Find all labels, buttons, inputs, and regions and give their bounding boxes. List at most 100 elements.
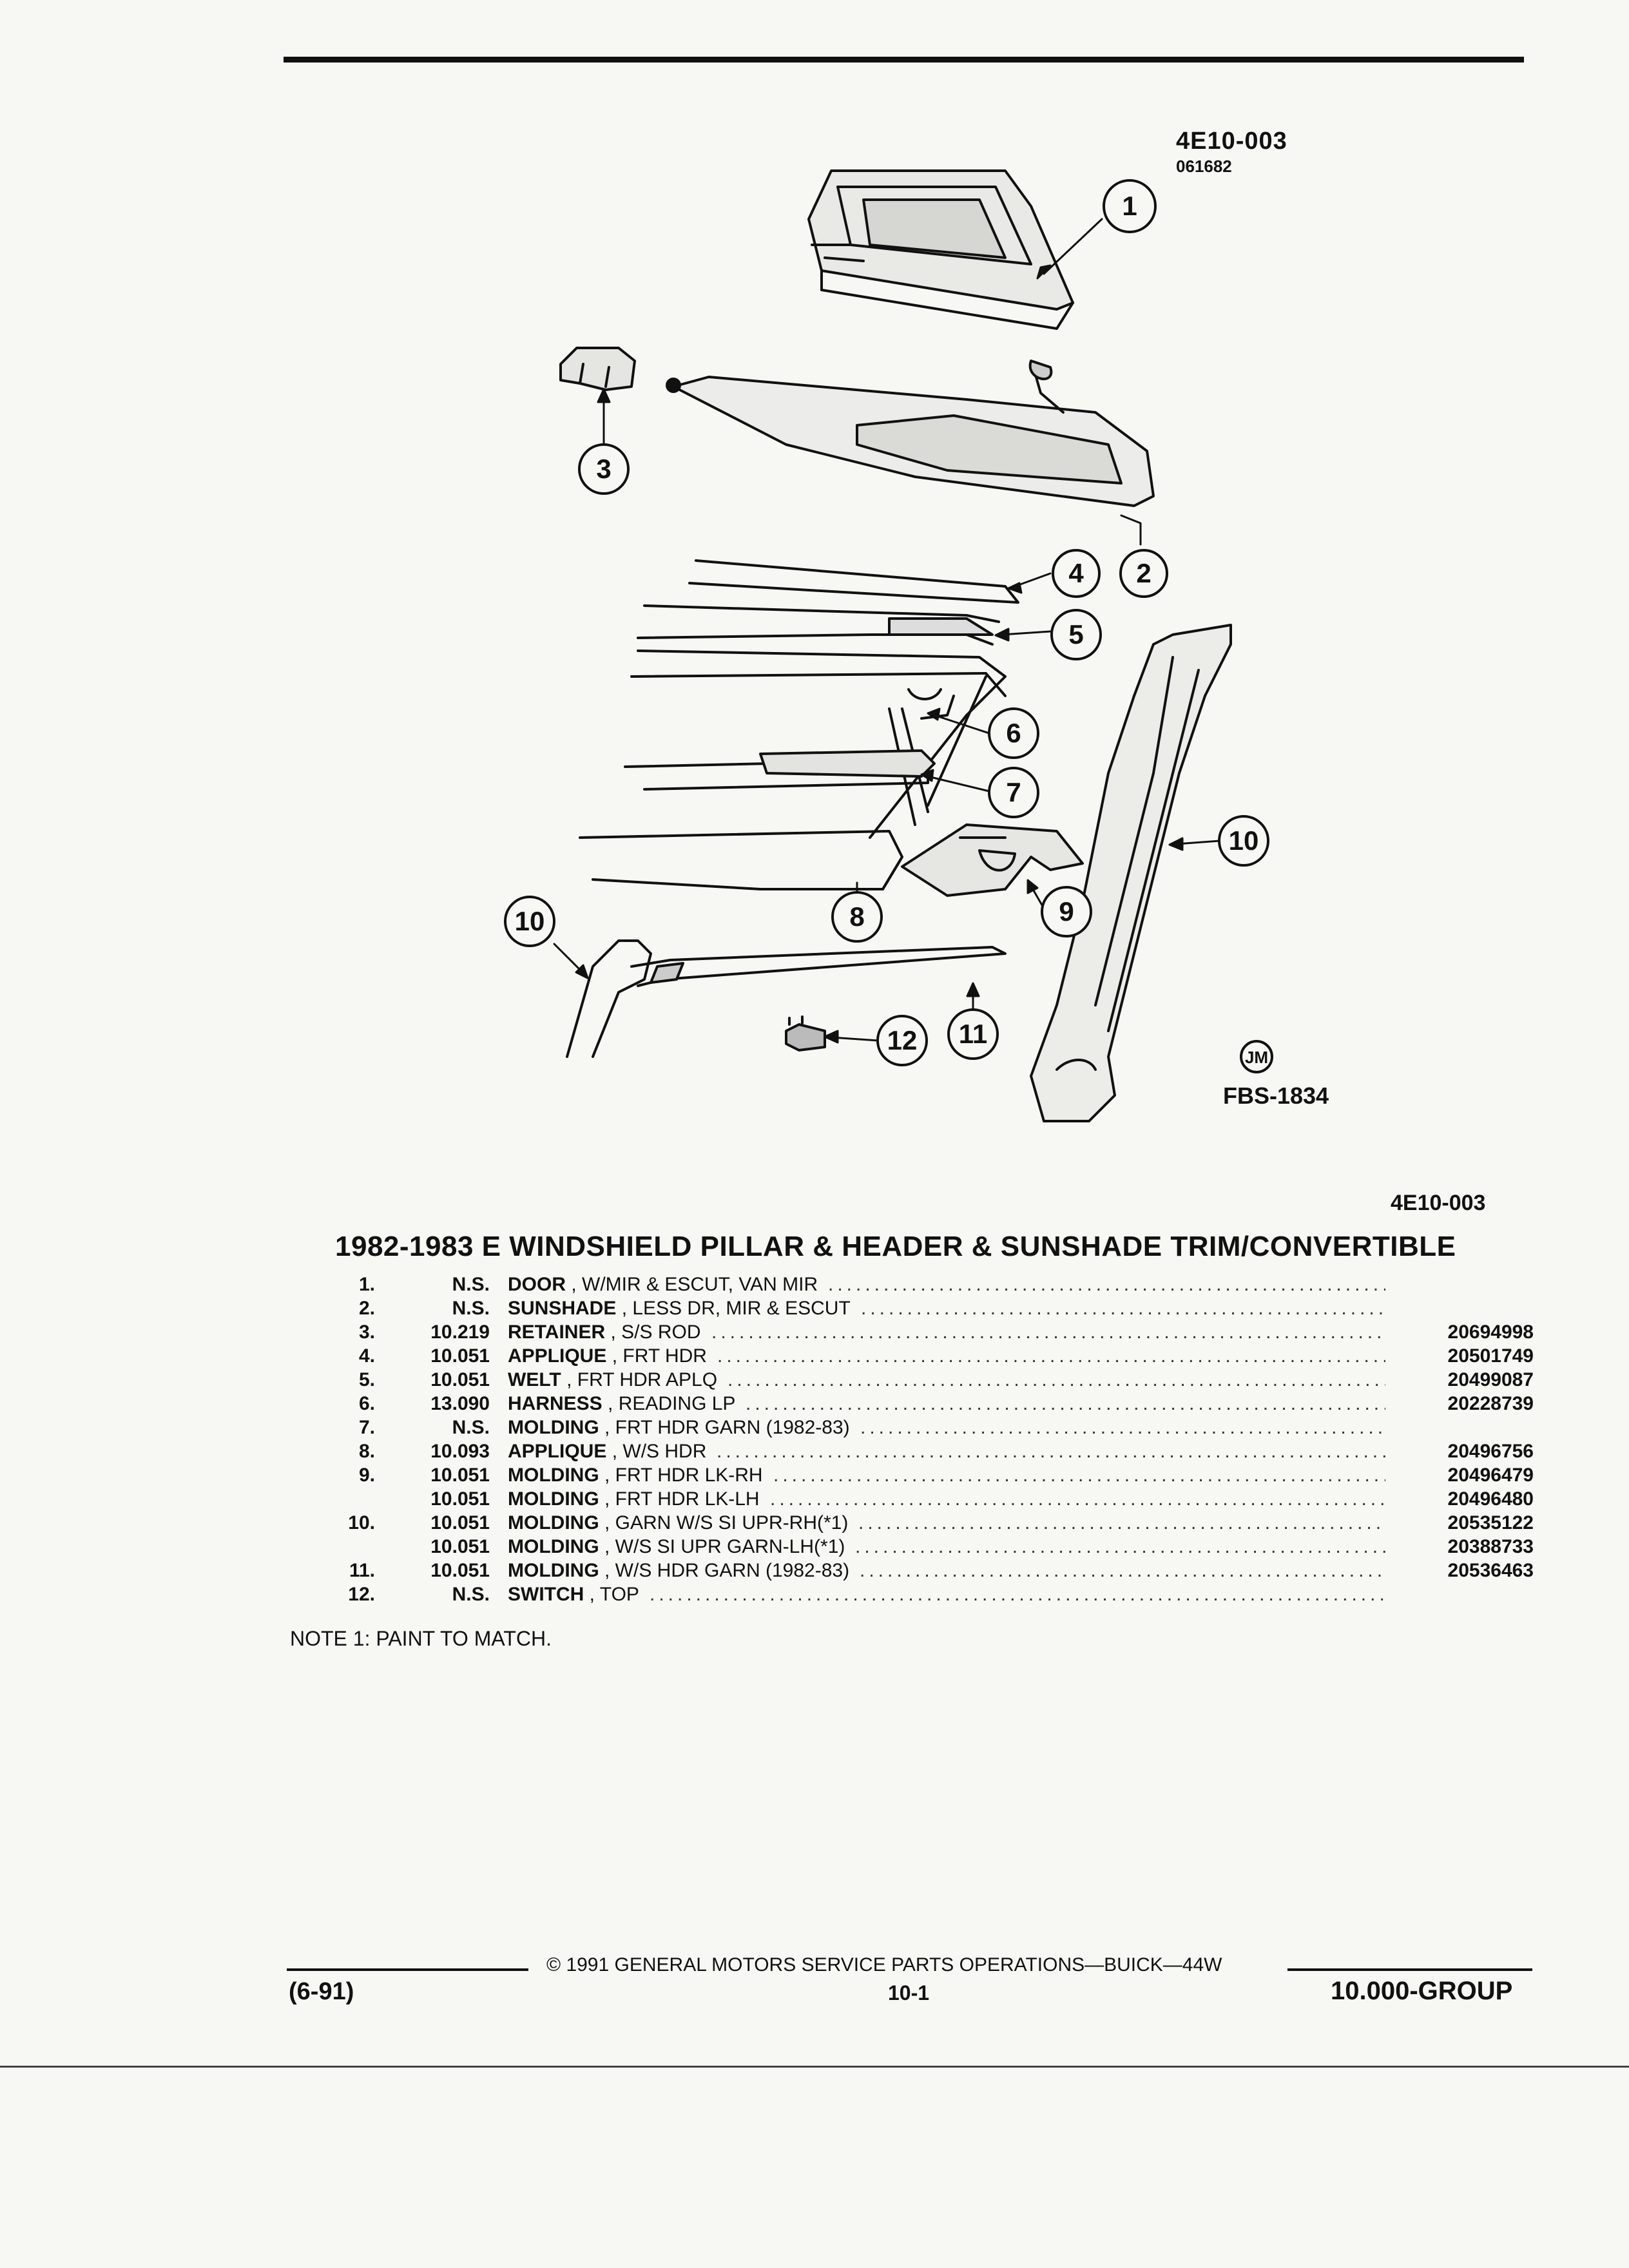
- part-number: 20694998: [1447, 1321, 1534, 1343]
- item-index: 11.: [349, 1560, 375, 1581]
- callout-label-8: 8: [849, 901, 864, 932]
- figure-code: 4E10-003: [1176, 128, 1287, 155]
- part-12-switch-drawing: [785, 1015, 826, 1052]
- group-number: 13.090: [430, 1393, 490, 1414]
- part-description: MOLDING , FRT HDR LK-LH: [508, 1487, 760, 1511]
- footer-group-code: 10.000-GROUP: [1331, 1977, 1513, 2005]
- part-description: MOLDING , FRT HDR LK-RH: [508, 1463, 763, 1487]
- part-10-pillar-molding-right-drawing: [1030, 624, 1232, 1122]
- part-description: WELT , FRT HDR APLQ: [508, 1368, 717, 1392]
- part-description: APPLIQUE , W/S HDR: [508, 1439, 706, 1463]
- callout-numbers: 1 2 3 4 5 6 7 8 9 10 10 11 12 JM: [515, 191, 1268, 1067]
- group-number: 10.219: [430, 1321, 490, 1343]
- group-number: 10.093: [430, 1441, 490, 1462]
- group-number: 10.051: [430, 1512, 490, 1533]
- callout-3: [578, 443, 630, 495]
- part-detail: , FRT HDR APLQ: [566, 1369, 718, 1390]
- group-number: 10.051: [430, 1536, 490, 1557]
- item-index: 2.: [358, 1298, 375, 1319]
- parts-list-title: 1982-1983 E WINDSHIELD PILLAR & HEADER &…: [335, 1231, 1456, 1262]
- part-description: SWITCH , TOP: [508, 1582, 639, 1606]
- callout-label-7: 7: [1006, 777, 1021, 807]
- item-index: 12.: [348, 1584, 375, 1605]
- part-detail: , GARN W/S SI UPR-RH(*1): [604, 1512, 849, 1533]
- leader-dots: ........................................…: [770, 1488, 1385, 1510]
- part-description: APPLIQUE , FRT HDR: [508, 1344, 707, 1368]
- part-2-sunshade-drawing: [666, 360, 1155, 507]
- figure-sub-code: 061682: [1176, 157, 1232, 176]
- copyright-text: © 1991 GENERAL MOTORS SERVICE PARTS OPER…: [546, 1954, 1222, 1975]
- part-name: DOOR: [508, 1274, 566, 1295]
- leader-dots: ........................................…: [828, 1274, 1385, 1295]
- part-detail: , FRT HDR: [612, 1345, 707, 1367]
- group-number: N.S.: [452, 1584, 490, 1605]
- exploded-parts-diagram: 1 2 3 4 5 6 7 8 9 10 10 11 12 JM: [504, 169, 1273, 1122]
- callout-label-1: 1: [1122, 191, 1137, 221]
- item-index: 10.: [348, 1512, 375, 1533]
- group-number: 10.051: [430, 1488, 490, 1510]
- footer-date: (6-91): [289, 1978, 354, 2005]
- leader-dots: ........................................…: [728, 1369, 1385, 1390]
- group-number: 10.051: [430, 1369, 490, 1390]
- item-index: 1.: [358, 1274, 375, 1295]
- part-description: SUNSHADE , LESS DR, MIR & ESCUT: [508, 1296, 851, 1320]
- part-number: 20499087: [1447, 1369, 1534, 1390]
- callout-circles: [504, 179, 1273, 1073]
- part-name: MOLDING: [508, 1560, 599, 1581]
- jm-mark: JM: [1245, 1048, 1268, 1067]
- footer-rule-right: [1287, 1968, 1532, 1971]
- part-description: MOLDING , W/S HDR GARN (1982-83): [508, 1559, 849, 1582]
- part-1-door-mirror-drawing: [807, 169, 1074, 330]
- header-moldings-drawing: [579, 559, 1019, 890]
- part-detail: , LESS DR, MIR & ESCUT: [621, 1298, 851, 1319]
- part-detail: , W/S SI UPR GARN-LH(*1): [604, 1536, 845, 1557]
- part-detail: , FRT HDR LK-LH: [604, 1488, 760, 1510]
- callout-7: [988, 767, 1039, 818]
- footer-page-number: 10-1: [888, 1981, 930, 2004]
- group-number: N.S.: [452, 1417, 490, 1438]
- part-description: HARNESS , READING LP: [508, 1392, 735, 1416]
- callout-label-3: 3: [596, 454, 611, 484]
- parts-row: 11. 10.051 MOLDING , W/S HDR GARN (1982-83…: [335, 1559, 1534, 1582]
- part-detail: , W/MIR & ESCUT, VAN MIR: [571, 1274, 818, 1295]
- callout-11: [947, 1008, 999, 1060]
- parts-list: 1. N.S. DOOR , W/MIR & ESCUT, VAN MIR.....…: [335, 1273, 1534, 1606]
- part-name: HARNESS: [508, 1393, 602, 1414]
- leader-dots: ........................................…: [861, 1298, 1385, 1319]
- leader-dots: ........................................…: [858, 1512, 1385, 1533]
- callout-label-4: 4: [1068, 558, 1084, 588]
- callout-1: [1103, 179, 1157, 233]
- part-name: MOLDING: [508, 1512, 599, 1533]
- parts-row: 10. 10.051 MOLDING , GARN W/S SI UPR-RH(*1…: [335, 1511, 1534, 1535]
- callout-2: [1119, 549, 1168, 598]
- part-name: MOLDING: [508, 1536, 599, 1557]
- callout-label-10-right: 10: [1229, 825, 1259, 856]
- part-name: WELT: [508, 1369, 561, 1390]
- callout-12: [876, 1015, 928, 1066]
- part-number: 20496480: [1447, 1488, 1534, 1510]
- part-name: MOLDING: [508, 1465, 599, 1486]
- part-name: MOLDING: [508, 1488, 599, 1510]
- part-name: RETAINER: [508, 1321, 606, 1343]
- group-number: 10.051: [430, 1345, 490, 1367]
- leader-dots: ........................................…: [860, 1417, 1385, 1438]
- part-detail: , W/S HDR: [612, 1441, 707, 1462]
- part-detail: , READING LP: [608, 1393, 736, 1414]
- part-detail: , FRT HDR GARN (1982-83): [604, 1417, 850, 1438]
- callout-label-11: 11: [959, 1019, 987, 1049]
- part-number: 20501749: [1447, 1345, 1534, 1367]
- group-number: 10.051: [430, 1560, 490, 1581]
- parts-row: 2.N.S.SUNSHADE , LESS DR, MIR & ESCUT...…: [335, 1296, 1534, 1320]
- scan-edge-line: [0, 2066, 1629, 2068]
- callout-leaders: [553, 218, 1221, 1044]
- jm-circle: [1240, 1040, 1273, 1073]
- leader-dots: ........................................…: [711, 1321, 1385, 1343]
- leader-dots: ........................................…: [650, 1584, 1385, 1605]
- parts-row: 7.N.S.MOLDING , FRT HDR GARN (1982-83)..…: [335, 1416, 1534, 1439]
- part-name: APPLIQUE: [508, 1345, 607, 1367]
- leader-dots: ........................................…: [717, 1441, 1385, 1462]
